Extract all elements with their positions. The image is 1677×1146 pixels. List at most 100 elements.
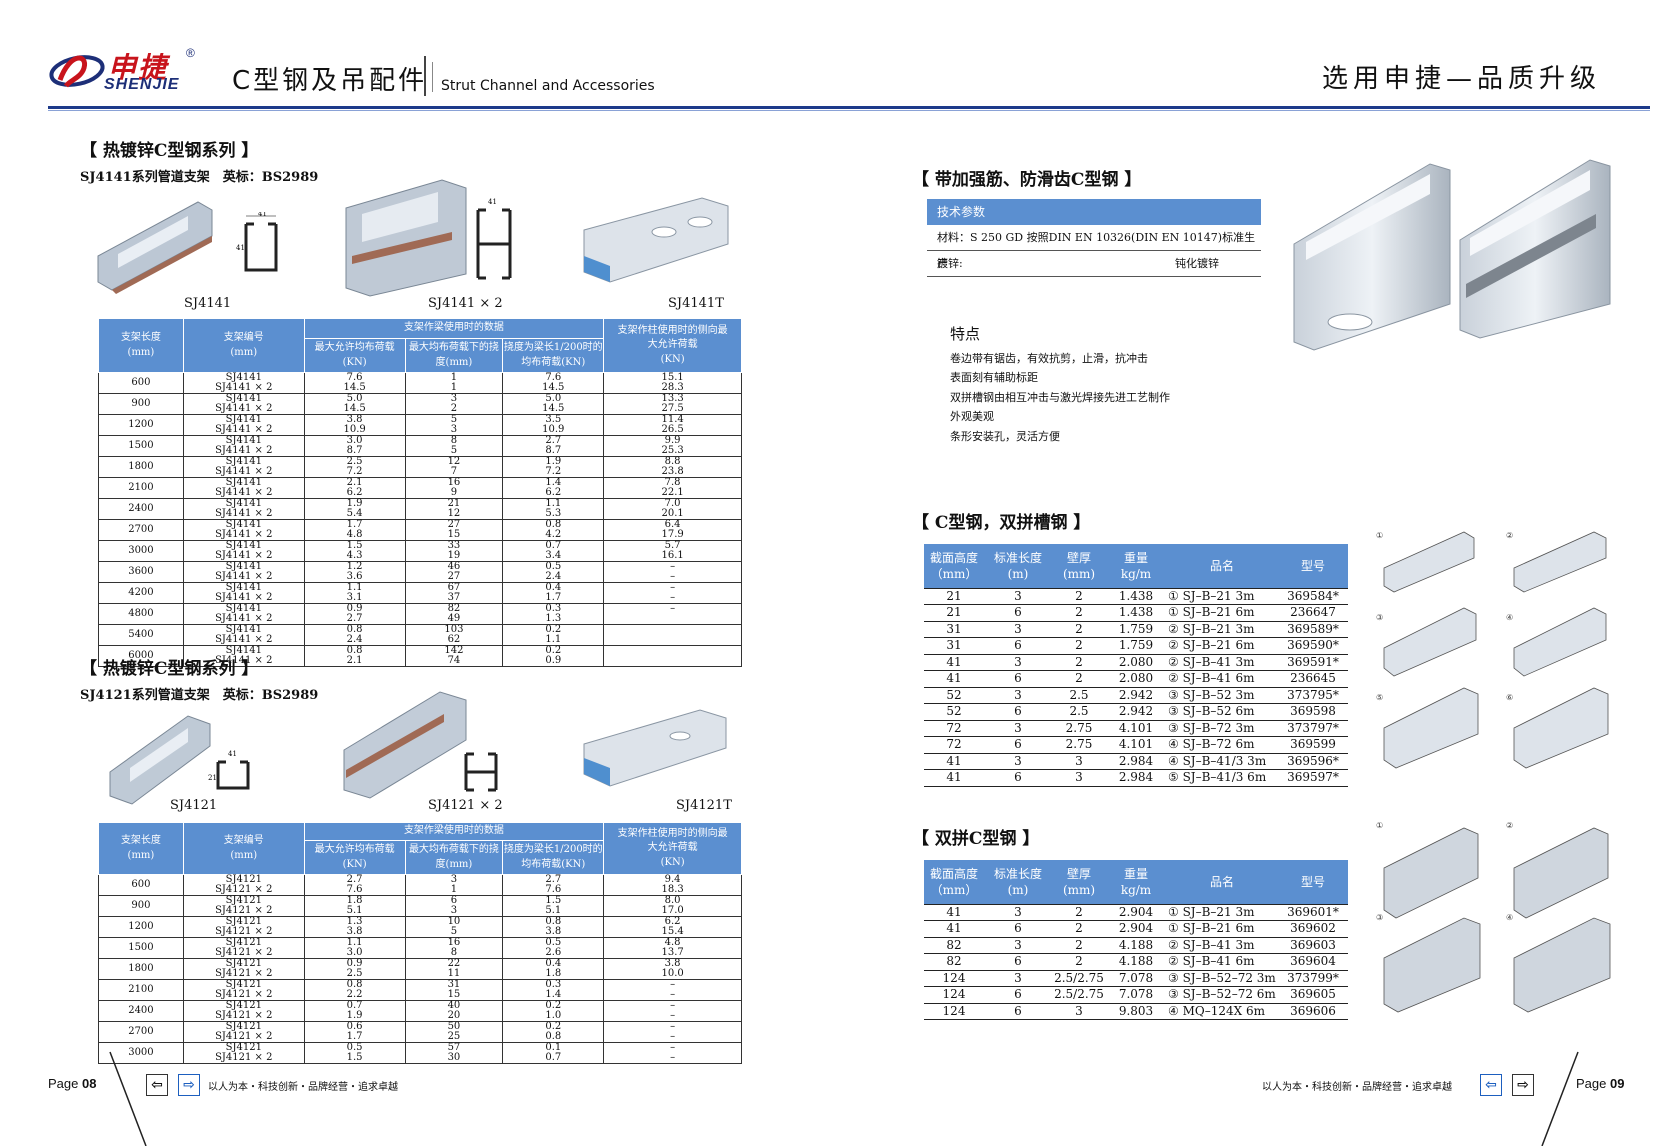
table-cell: 27: [404, 572, 504, 583]
table-cell: SJ4141: [182, 456, 305, 467]
prev-page-icon[interactable]: ⇦: [1480, 1074, 1502, 1096]
cell-length: 2700: [98, 519, 184, 541]
col-header-column-load: 支架作柱使用时的侧向最大允许荷载(KN): [603, 822, 742, 875]
col-group-beam: 支架作梁使用时的数据: [303, 822, 605, 841]
tech-params-title: 技术参数: [927, 199, 1261, 225]
table-cell: 4.8: [603, 937, 742, 948]
table-cell: 8: [404, 948, 504, 959]
table-cell: 4.188: [1106, 937, 1166, 954]
next-page-icon[interactable]: ⇨: [1512, 1074, 1534, 1096]
table-cell: 14.5: [502, 383, 605, 394]
table-cell: 8.7: [502, 446, 605, 457]
table-cell: 1: [404, 885, 504, 896]
svg-text:41: 41: [236, 244, 245, 252]
prev-page-icon[interactable]: ⇦: [146, 1074, 168, 1096]
table-cell: ② SJ–B–41 6m: [1166, 953, 1278, 971]
table-cell: 2.6: [502, 948, 605, 959]
col-header-code: 支架编号(mm): [182, 318, 305, 373]
section-subtitle-4121: SJ4121系列管道支架 英标：BS2989: [80, 688, 319, 703]
table-cell: 4.101: [1106, 720, 1166, 737]
table-cell: 369590*: [1278, 637, 1348, 655]
table-cell: 3.8: [303, 927, 406, 938]
table-cell: 2: [1052, 637, 1106, 655]
table-cell: 1.759: [1106, 637, 1166, 655]
table-cell: SJ4141 × 2: [182, 404, 305, 415]
product-image-sj4121x2: [343, 691, 467, 799]
col-header-section-height: 截面高度（mm）: [924, 544, 984, 588]
table-cell: 6.4: [603, 519, 742, 530]
table-cell: 4.8: [303, 530, 406, 541]
table-cell: 2.984: [1106, 769, 1166, 787]
table-cell: 4.3: [303, 551, 406, 562]
table-cell: 2.5/2.75: [1052, 970, 1106, 987]
table-cell: 369591*: [1278, 654, 1348, 671]
cell-length: 1500: [98, 435, 184, 457]
table-cell: SJ4121: [182, 1021, 305, 1032]
cell-length: 3000: [98, 1042, 184, 1064]
table-cell: 7: [404, 467, 504, 478]
table-cell: 15: [404, 530, 504, 541]
table-cell: 2: [1052, 604, 1106, 622]
table-cell: 15.4: [603, 927, 742, 938]
table-cell: 3: [984, 753, 1052, 770]
feature-item: 条形安装孔，灵活方便: [950, 429, 1060, 443]
table-cell: 3.8: [603, 958, 742, 969]
table-cell: SJ4121 × 2: [182, 990, 305, 1001]
table-cell: 369603: [1278, 937, 1348, 954]
table-cell: 1: [404, 383, 504, 394]
table-cell: 6: [984, 670, 1052, 688]
col-group-beam: 支架作梁使用时的数据: [303, 318, 605, 339]
table-cell: 7.2: [502, 467, 605, 478]
table-cell: SJ4141 × 2: [182, 635, 305, 646]
table-cell: 62: [404, 635, 504, 646]
table-cell: 31: [924, 621, 984, 638]
table-cell: 369601*: [1278, 903, 1348, 921]
table-cell: 37: [404, 593, 504, 604]
table-cell: 2: [404, 404, 504, 415]
table-cell: ② SJ–B–41 3m: [1166, 937, 1278, 954]
cell-length: 2100: [98, 477, 184, 499]
col-header-load-1-200: 挠度为梁长1/200时的均布荷载(KN): [502, 840, 605, 875]
svg-text:④: ④: [1506, 913, 1513, 922]
table-cell: 6: [984, 986, 1052, 1004]
cell-length: 1500: [98, 937, 184, 959]
table-cell: 2.942: [1106, 703, 1166, 721]
next-page-icon[interactable]: ⇨: [178, 1074, 200, 1096]
table-cell: SJ4121: [182, 895, 305, 906]
table-cell: 52: [924, 703, 984, 721]
table-cell: 6: [984, 703, 1052, 721]
table-cell: 1.7: [502, 593, 605, 604]
table-cell: 124: [924, 1003, 984, 1020]
table-cell: –: [603, 603, 742, 614]
table-cell: 1.438: [1106, 604, 1166, 622]
table-cell: 2.5: [1052, 687, 1106, 704]
product-image-sj4121t: [583, 709, 727, 787]
col-header-model: 型号: [1278, 860, 1348, 904]
caption-sj4141t: SJ4141T: [668, 296, 724, 311]
table-cell: ② SJ–B–21 6m: [1166, 637, 1278, 655]
table-cell: 74: [404, 656, 504, 667]
tech-material: 材料：S 250 GD 按照DIN EN 10326(DIN EN 10147)…: [927, 225, 1261, 270]
footer-slash-left: [109, 1051, 147, 1146]
table-cell: –: [603, 1042, 742, 1053]
table-cell: –: [603, 1011, 742, 1022]
table-cell: SJ4141 × 2: [182, 488, 305, 499]
svg-text:⑥: ⑥: [1506, 693, 1513, 702]
table-cell: [603, 635, 742, 646]
table-cell: 1.1: [502, 635, 605, 646]
footer-motto-right: 以人为本・科技创新・品牌经营・追求卓越: [1262, 1082, 1452, 1093]
table-cell: 11.4: [603, 414, 742, 425]
